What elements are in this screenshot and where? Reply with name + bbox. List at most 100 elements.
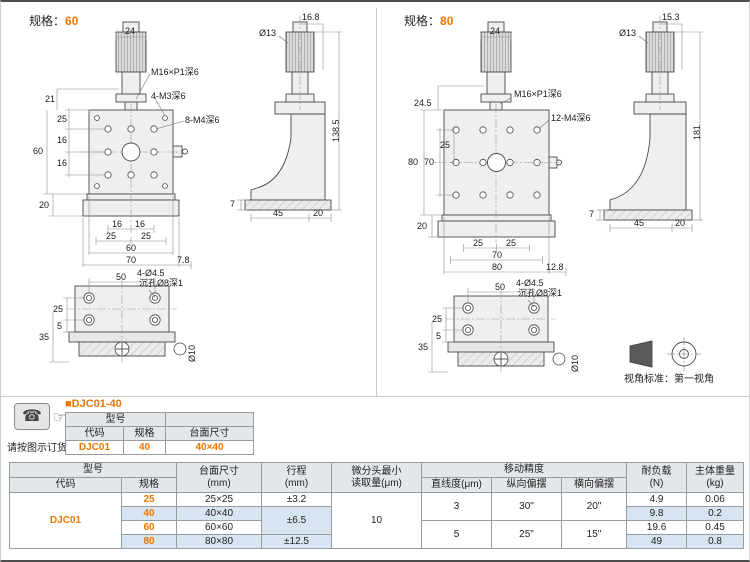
dim-label: 45 [273,208,284,218]
dim-label: 7 [230,199,236,209]
cell-travel: ±3.2 [261,492,332,507]
col-header-accuracy: 移动精度 [420,462,628,478]
dim-label: 15.3 [662,12,680,22]
side-dim-lines-80 [596,23,703,232]
dim-label: 181 [692,124,702,140]
view-standard-note: 视角标准：第一视角 [624,374,714,385]
dim-label: 50 [116,272,127,282]
hole-callout: 4-Ø4.5 [516,278,544,288]
thread-callout: M16×P1深6 [514,89,562,99]
panel-title: 规格：60 [29,12,78,29]
cell-pitch: 30" [491,492,562,521]
first-angle-icon [629,337,701,371]
cell-spec: 60 [121,520,177,535]
dim-label: 20 [675,218,686,228]
cell-weight: 0.45 [686,520,745,535]
dim-label: 35 [418,342,429,352]
order-model-header: 型号 [65,412,166,427]
dim-label: 60 [126,243,137,253]
order-col-spec: 规格 [123,426,166,441]
dim-label: 20 [417,221,428,231]
dim-label: 50 [495,282,506,292]
cell-load: 49 [626,534,688,549]
technical-drawing-60 [43,16,342,363]
bullet-square: ■ [65,398,72,410]
col-header-weight: 主体重量(kg) [686,462,745,493]
cell-travel: ±6.5 [261,506,332,535]
table-row: 60 60×60 5 25" 15" 19.6 0.45 [10,520,745,549]
cell-spec: 40 [121,506,177,521]
cell-yaw: 20" [560,492,628,521]
col-header-micrometer: 微分头最小读取量(μm) [331,462,422,493]
cell-size: 80×80 [176,534,262,549]
dia-callout: Ø10 [187,344,197,362]
phone-order-icon: ☎ [14,403,50,430]
cell-code: DJC01 [9,492,122,549]
col-header-model: 型号 [9,462,177,478]
dim-label: 25 [506,238,517,248]
order-spec: 40 [123,440,166,455]
col-header-travel: 行程(mm) [261,462,332,493]
spec-value: 60 [65,14,79,28]
dim-label: 70 [126,255,137,265]
order-note: 请按图示订货 [7,443,67,454]
order-size: 40×40 [165,440,254,455]
dim-label: 80 [492,262,503,272]
col-header-spec: 规格 [121,477,177,493]
cell-spec: 25 [121,492,177,507]
spec-panel-80: 规格：80 [384,10,749,396]
col-header-yaw: 横向偏摆 [560,477,628,493]
cell-size: 25×25 [176,492,262,507]
dim-label: 25 [106,231,117,241]
dim-label: 24 [125,26,136,36]
col-header-code: 代码 [9,477,122,493]
bottom-dim-lines-60 [49,278,156,363]
order-code: DJC01 [65,440,124,455]
dim-label: 20 [39,200,50,210]
dim-label: 60 [33,146,44,156]
order-col-code: 代码 [65,426,124,441]
front-view-60 [79,21,188,222]
dim-label: 24.5 [414,98,432,108]
dim-label: 12.8 [546,262,564,272]
cell-spec: 80 [121,534,177,549]
hole-callout: 12-M4深6 [551,113,591,123]
dim-label: 16 [57,135,68,145]
dim-label: 35 [39,332,50,342]
side-view-60 [244,16,332,211]
front-dim-lines-80 [420,33,567,276]
dim-label: 7 [589,209,595,219]
bottom-dim-lines-80 [428,288,535,373]
pointing-hand-icon: ☞ [53,409,67,426]
technical-drawing-80 [420,16,703,373]
dim-label: 45 [634,218,645,228]
dim-label: 25 [53,304,64,314]
dim-label: 80 [408,157,419,167]
dim-label: 5 [436,331,442,341]
dim-label: 16 [57,158,68,168]
order-table: 型号 代码 规格 台面尺寸 DJC01 40 40×40 [65,412,254,455]
section-divider [1,396,749,397]
spec-value: 80 [440,14,454,28]
cell-pitch: 25" [491,520,562,549]
col-header-straightness: 直线度(μm) [421,477,492,493]
hole-callout: 8-M4深6 [185,115,220,125]
dim-label: 25 [57,114,68,124]
col-header-load: 耐负载(N) [626,462,688,493]
cell-weight: 0.2 [686,506,745,521]
panel-title: 规格：80 [404,12,453,29]
cell-yaw: 15" [560,520,628,549]
spec-label: 规格： [29,14,66,28]
dim-label: 21 [45,94,56,104]
hole-callout: 沉孔Ø8深1 [139,278,184,288]
col-header-pitch: 纵向偏摆 [491,477,562,493]
cell-micrometer: 10 [331,492,422,549]
spec-panel-60: 规格：60 [9,10,376,396]
cell-size: 40×40 [176,506,262,521]
front-view-80 [434,21,562,243]
side-view-80 [603,16,693,221]
cell-load: 19.6 [626,520,688,535]
dim-label: 5 [57,321,63,331]
dim-label: 16.8 [302,12,320,22]
bottom-view-60 [67,280,187,362]
